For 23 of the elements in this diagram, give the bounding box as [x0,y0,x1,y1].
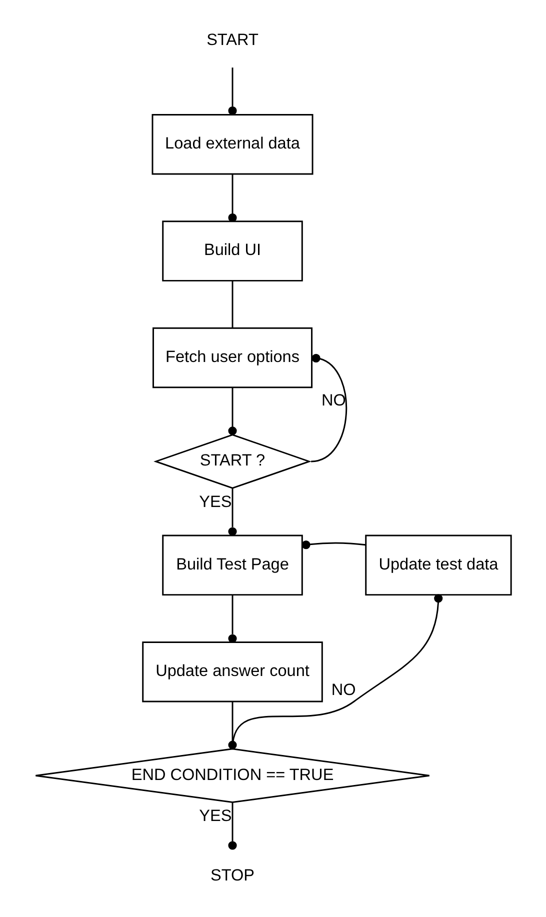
node-box: Build UI [162,220,302,282]
connector [228,174,236,222]
node-box: Update test data [364,534,512,596]
connector [228,595,236,643]
node-text: START [206,30,258,49]
node-box: Load external data [151,114,313,175]
edge-label: YES [198,806,232,825]
edge-label: NO [330,681,356,700]
edge-label: NO [321,392,346,410]
connector [231,280,233,328]
connector [228,388,236,436]
connector [301,540,366,550]
edge-label: YES [198,493,232,512]
connector [228,68,236,115]
node-text: STOP [210,866,254,884]
node-box: Build Test Page [162,534,302,596]
connector [228,802,236,850]
node-box: Fetch user options [152,327,312,388]
node-diamond: END CONDITION == TRUE [34,748,430,803]
connector [310,354,346,462]
connector [228,488,236,536]
node-diamond: START ? [153,434,311,489]
node-box: Update answer count [142,642,322,702]
